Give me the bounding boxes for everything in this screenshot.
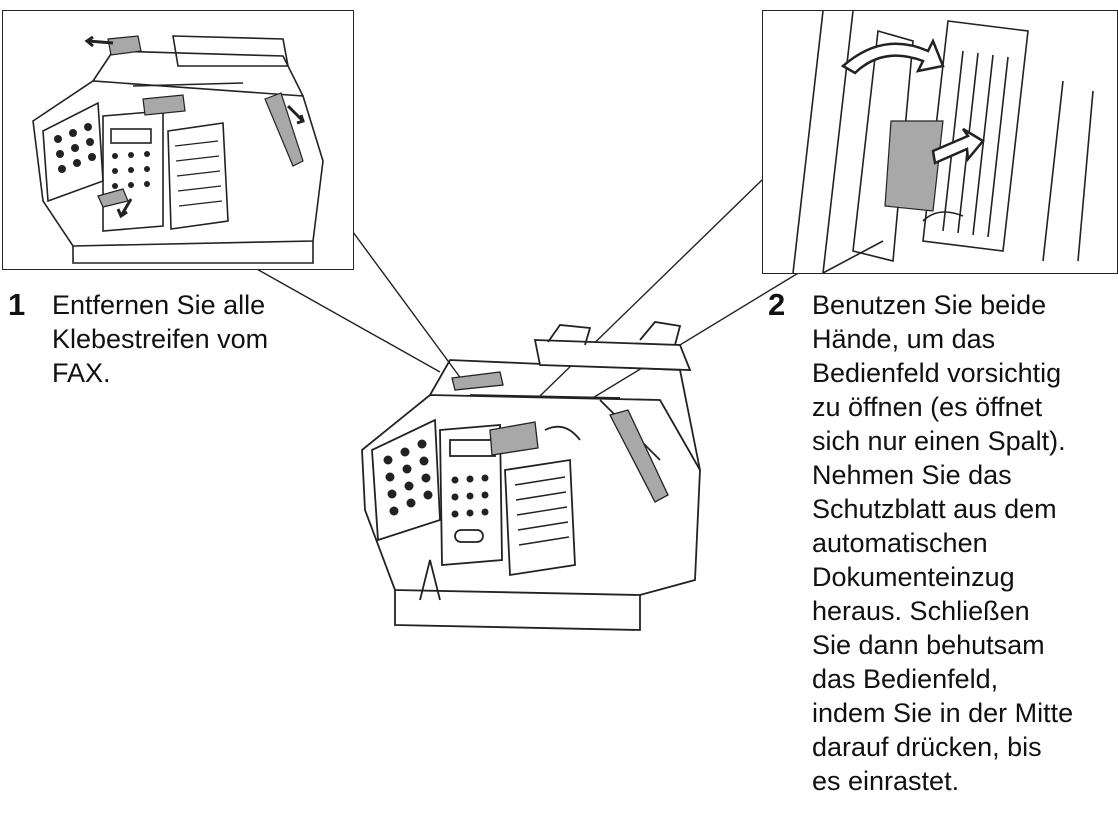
step-2-number: 2: [768, 287, 786, 322]
protective-sheet-removal-detail: [762, 10, 1118, 274]
step-1-text: Entfernen Sie alle Klebestreifen vom FAX…: [52, 290, 269, 388]
leader-line-right-1: [504, 179, 763, 431]
step-2-text: Benutzen Sie beide Hände, um das Bedienf…: [812, 290, 1074, 796]
feeder-detail-illustration: [792, 11, 1094, 273]
step-1: 1 Entfernen Sie alle Klebestreifen vom F…: [8, 288, 348, 408]
fax-detail-illustration: [32, 35, 324, 264]
tape-removal-detail: [2, 10, 354, 270]
leader-line-left-1: [254, 267, 441, 373]
step-1-number: 1: [8, 287, 26, 322]
step-2: 2 Benutzen Sie beide Hände, um das Bedie…: [768, 288, 1118, 808]
leader-line-left-2: [349, 227, 463, 381]
leader-line-right-2: [539, 271, 801, 431]
